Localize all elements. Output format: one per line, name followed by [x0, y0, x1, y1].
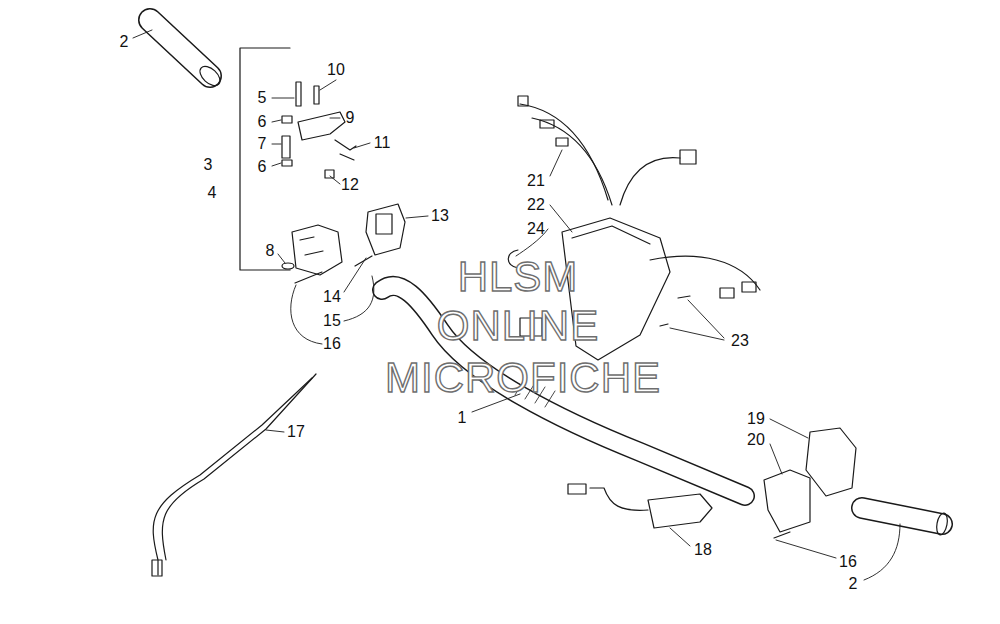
callout-number: 21: [527, 173, 545, 189]
callout-number: 3: [204, 157, 213, 173]
callout-number: 2: [849, 576, 858, 592]
callout-number: 24: [527, 221, 545, 237]
callout-number: 22: [527, 197, 545, 213]
callout-number: 6: [258, 114, 267, 130]
callout-number: 18: [694, 542, 712, 558]
callout-number: 2: [120, 34, 129, 50]
callout-number: 4: [208, 185, 217, 201]
callout-number: 15: [323, 313, 341, 329]
callout-number: 5: [258, 90, 267, 106]
callout-number: 11: [374, 135, 391, 151]
callout-number: 16: [323, 336, 341, 352]
callout-number: 6: [258, 159, 267, 175]
callout-number: 7: [258, 136, 267, 152]
callout-number: 8: [266, 243, 275, 259]
callout-number: 16: [839, 554, 857, 570]
callout-number: 12: [341, 177, 359, 193]
callout-number: 13: [431, 208, 449, 224]
watermark: MICROFICHE: [385, 357, 661, 399]
callout-number: 1: [458, 410, 467, 426]
callout-number: 10: [327, 62, 345, 78]
watermark: HLSM: [458, 256, 579, 298]
watermark: ONLINE: [437, 305, 599, 347]
callout-number: 20: [747, 432, 765, 448]
callout-number: 19: [747, 411, 765, 427]
callout-number: 14: [323, 289, 341, 305]
callout-number: 17: [287, 424, 305, 440]
callout-number: 23: [731, 333, 749, 349]
callout-number: 9: [346, 110, 355, 126]
